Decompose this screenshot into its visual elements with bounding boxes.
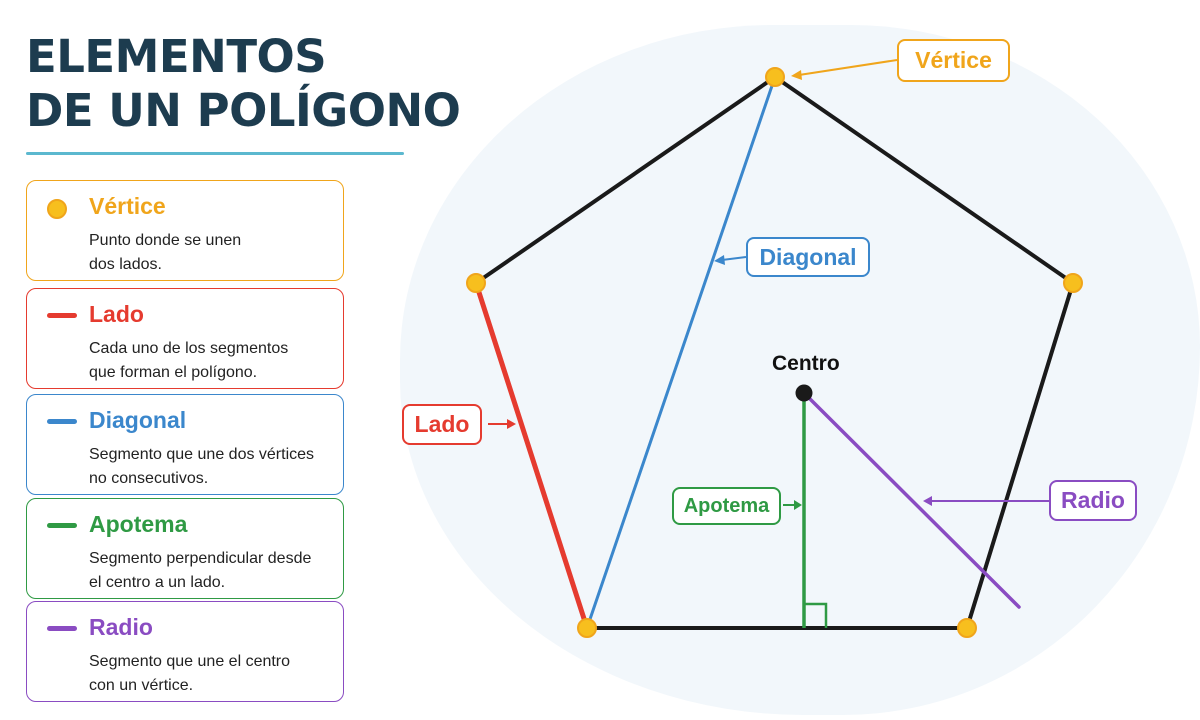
vertex-upper-right (1063, 273, 1083, 293)
background-blob (400, 25, 1200, 715)
title-line-2: DE UN POLÍGONO (26, 84, 461, 137)
lado-line-icon (47, 313, 77, 318)
legend-desc-line: Segmento que une el centro (89, 653, 291, 670)
legend-title-diagonal: Diagonal (89, 407, 187, 433)
diagonal-label: Diagonal (746, 237, 870, 277)
legend-desc-line: el centro a un lado. (89, 574, 226, 591)
legend-title-radio: Radio (89, 614, 153, 640)
apotema-line-icon (47, 523, 77, 528)
title-underline (26, 152, 404, 155)
legend-desc-apotema: Segmento perpendicular desde el centro a… (89, 547, 339, 595)
legend-desc-vertice: Punto donde se unen dos lados. (89, 229, 339, 277)
legend-desc-line: Segmento que une dos vértices (89, 446, 315, 463)
vertex-lower-left (577, 618, 597, 638)
title-line-1: ELEMENTOS (26, 30, 327, 83)
diagonal-pointer-arrow (721, 256, 747, 261)
legend-title-lado: Lado (89, 301, 144, 327)
legend-desc-diagonal: Segmento que une dos vértices no consecu… (89, 443, 339, 491)
legend-desc-line: Punto donde se unen (89, 232, 242, 249)
legend-card-lado: Lado Cada uno de los segmentos que forma… (26, 288, 344, 389)
center-point (795, 384, 813, 402)
page-title: ELEMENTOS DE UN POLÍGONO (26, 30, 461, 138)
pentagon-outline (474, 75, 1075, 630)
vertex-top (765, 67, 785, 87)
diagonal-segment (585, 75, 777, 630)
vertex-upper-left (466, 273, 486, 293)
vertex-dot-icon (47, 199, 67, 219)
vertice-arrowhead (791, 70, 802, 80)
vertex-lower-right (957, 618, 977, 638)
legend-desc-line: no consecutivos. (89, 470, 209, 487)
vertice-label: Vértice (897, 39, 1010, 82)
lado-label: Lado (402, 404, 482, 445)
legend-title-vertice: Vértice (89, 193, 166, 219)
radio-line-icon (47, 626, 77, 631)
apotema-arrowhead (794, 500, 802, 510)
diagonal-line-icon (47, 419, 77, 424)
centro-label: Centro (772, 352, 840, 375)
vertice-pointer-arrow (798, 59, 898, 76)
legend-desc-radio: Segmento que une el centro con un vértic… (89, 650, 339, 698)
radio-segment (802, 391, 1021, 609)
diagonal-arrowhead (714, 255, 725, 265)
legend-card-diagonal: Diagonal Segmento que une dos vértices n… (26, 394, 344, 495)
lado-arrowhead (507, 419, 516, 429)
radio-arrowhead (923, 496, 932, 506)
lado-segment (473, 280, 590, 631)
legend-desc-line: con un vértice. (89, 677, 194, 694)
legend-desc-line: Segmento perpendicular desde (89, 550, 312, 567)
legend-title-apotema: Apotema (89, 511, 188, 537)
legend-desc-lado: Cada uno de los segmentos que forman el … (89, 337, 339, 385)
right-angle-mark (804, 602, 828, 628)
legend-desc-line: dos lados. (89, 256, 162, 273)
legend-desc-line: Cada uno de los segmentos (89, 340, 289, 357)
legend-card-vertice: Vértice Punto donde se unen dos lados. (26, 180, 344, 281)
legend-card-radio: Radio Segmento que une el centro con un … (26, 601, 344, 702)
legend-desc-line: que forman el polígono. (89, 364, 258, 381)
radio-label: Radio (1049, 480, 1137, 521)
apotema-label: Apotema (672, 487, 781, 525)
legend-card-apotema: Apotema Segmento perpendicular desde el … (26, 498, 344, 599)
